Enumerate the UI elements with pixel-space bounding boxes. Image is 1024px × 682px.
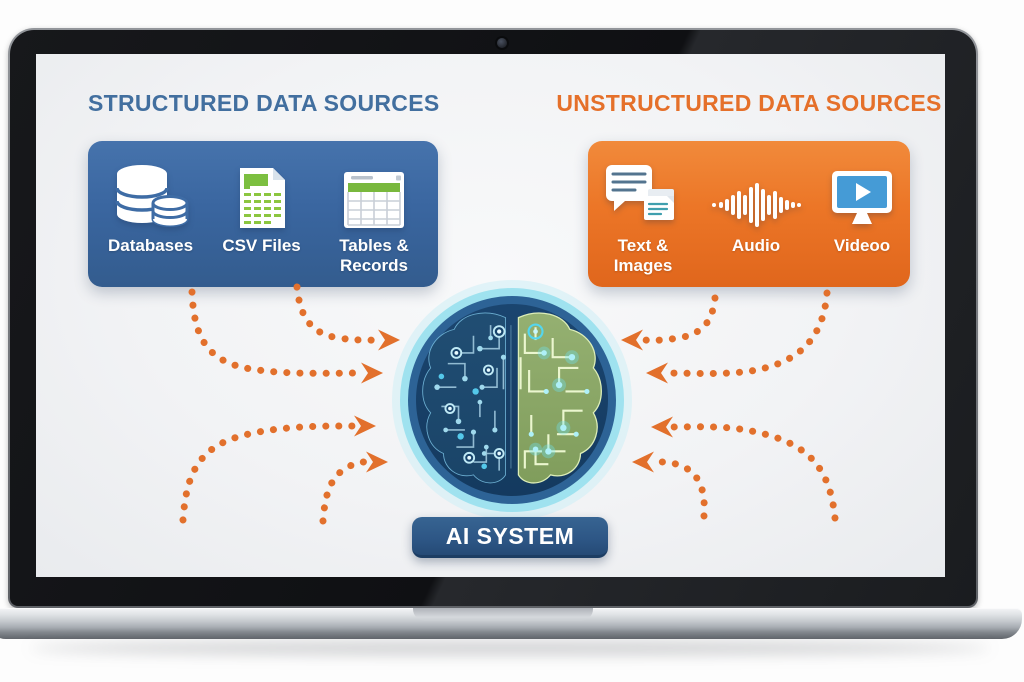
structured-item-databases: Databases	[108, 155, 193, 256]
unstructured-item-text-images: Text & Images	[604, 155, 682, 276]
structured-sources-heading: STRUCTURED DATA SOURCES	[88, 90, 440, 116]
video-monitor-icon	[830, 155, 894, 229]
ai-brain-circuit-icon	[392, 280, 632, 520]
unstructured-item-audio: Audio	[710, 155, 802, 256]
database-icon	[113, 155, 189, 229]
unstructured-item-label: Audio	[731, 236, 781, 255]
audio-waveform-icon	[710, 155, 802, 229]
unstructured-item-label: Text & Images	[613, 236, 673, 275]
unstructured-sources-heading: UNSTRUCTURED DATA SOURCES	[556, 90, 942, 116]
structured-item-label: Databases	[108, 236, 194, 255]
text-images-icon	[604, 155, 682, 229]
csv-file-icon	[237, 155, 287, 229]
webcam-icon	[497, 38, 507, 48]
structured-item-tables: Tables & Records	[330, 155, 418, 276]
laptop-shadow	[30, 641, 990, 655]
laptop-screen: STRUCTURED DATA SOURCES UNSTRUCTURED DAT…	[36, 54, 945, 577]
unstructured-sources-box: Text & Images	[588, 141, 910, 287]
table-grid-icon	[343, 155, 405, 229]
structured-item-csv: CSV Files	[222, 155, 301, 256]
ai-system-badge: AI SYSTEM	[412, 517, 608, 558]
laptop-base	[0, 608, 1022, 639]
unstructured-item-video: Videoo	[830, 155, 894, 256]
data-flow-arrows	[179, 283, 839, 525]
unstructured-item-label: Videoo	[833, 236, 891, 255]
laptop-base-notch	[413, 608, 593, 621]
structured-item-label: CSV Files	[222, 236, 301, 255]
structured-item-label: Tables & Records	[339, 236, 409, 275]
structured-sources-box: Databases	[88, 141, 438, 287]
